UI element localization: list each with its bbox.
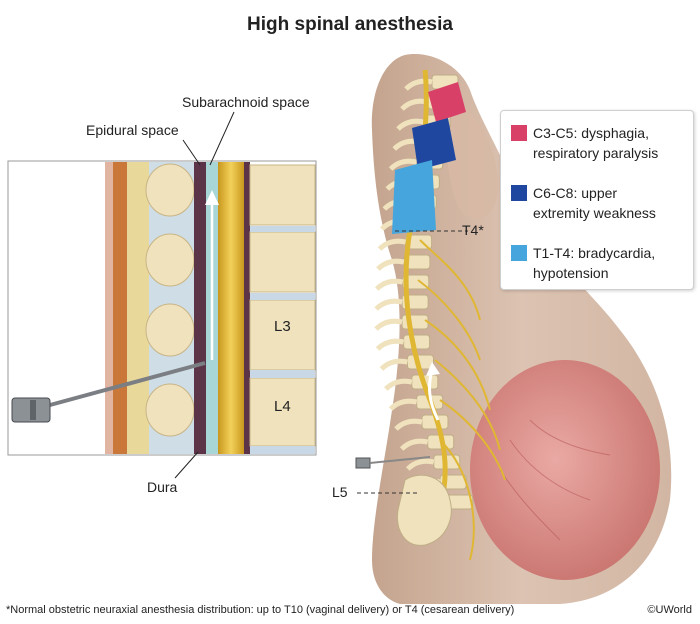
legend-swatch-t1-t4 bbox=[511, 245, 527, 261]
spinous-process bbox=[145, 303, 195, 357]
spine-process bbox=[396, 118, 425, 131]
legend-text-c6-c8: C6-C8: upper extremity weakness bbox=[533, 185, 656, 221]
l5-label: L5 bbox=[332, 484, 348, 500]
l3-label: L3 bbox=[274, 318, 291, 335]
spine-process bbox=[374, 298, 403, 311]
inset-disc bbox=[250, 226, 315, 232]
t1-t4-band bbox=[392, 160, 436, 234]
spine-column bbox=[355, 69, 506, 561]
spine-arrowhead bbox=[426, 362, 440, 376]
small-needle-shaft bbox=[369, 456, 431, 464]
breast-shape bbox=[440, 90, 499, 219]
inset-vertebra bbox=[249, 299, 316, 371]
copyright: ©UWorld bbox=[647, 604, 692, 616]
dura-leader bbox=[174, 451, 199, 479]
skin-layer bbox=[105, 162, 113, 454]
spinous-process bbox=[145, 383, 195, 437]
t4-label: T4* bbox=[462, 222, 484, 238]
c3-c5-band bbox=[428, 82, 466, 122]
small-needle-hub bbox=[355, 457, 371, 469]
small-needle bbox=[355, 456, 431, 469]
legend-text-t1-t4: T1-T4: bradycardia, hypotension bbox=[533, 245, 656, 281]
spine-process bbox=[394, 418, 423, 431]
inset-disc bbox=[250, 446, 315, 454]
inset-vertebra bbox=[249, 164, 316, 226]
uterus-vessels bbox=[499, 419, 611, 541]
inset-disc bbox=[250, 293, 315, 300]
subarachnoid-space-label: Subarachnoid space bbox=[182, 94, 310, 110]
inset-vertebra bbox=[249, 377, 316, 447]
spine-process bbox=[379, 358, 408, 371]
spine-vertebra bbox=[401, 314, 429, 330]
spine-process bbox=[377, 238, 407, 251]
spine-process bbox=[399, 438, 429, 451]
spinous-process bbox=[145, 163, 195, 217]
c6-c8-band bbox=[412, 118, 456, 170]
inset-disc bbox=[250, 370, 315, 378]
spine-process bbox=[375, 338, 405, 351]
footnote: *Normal obstetric neuraxial anesthesia d… bbox=[6, 604, 515, 616]
cross-section-inset bbox=[7, 160, 317, 456]
l4-label: L4 bbox=[274, 398, 291, 415]
inset-vertebral-bodies bbox=[249, 164, 316, 454]
needle bbox=[11, 361, 206, 423]
spine-process bbox=[404, 78, 433, 91]
legend-swatch-c6-c8 bbox=[511, 185, 527, 201]
spine-process bbox=[376, 258, 405, 271]
legend-swatch-c3-c5 bbox=[511, 125, 527, 141]
epidural-space-region bbox=[194, 162, 206, 454]
subarachnoid-leader bbox=[209, 111, 235, 166]
csf-arrowhead bbox=[205, 190, 219, 205]
legend-text-c3-c5: C3-C5: dysphagia, respiratory paralysis bbox=[533, 125, 659, 161]
cauda-equina bbox=[218, 162, 244, 454]
spine-vertebra bbox=[403, 334, 431, 350]
epidural-leader bbox=[182, 139, 201, 166]
needle-shaft bbox=[49, 361, 206, 407]
nerve-branches bbox=[417, 239, 506, 561]
spine-process bbox=[388, 158, 418, 171]
uterus-shape bbox=[470, 360, 660, 580]
spine-process bbox=[374, 278, 404, 291]
legend-box: C3-C5: dysphagia, respiratory paralysis … bbox=[500, 110, 694, 290]
spine-process bbox=[384, 378, 413, 391]
epidural-space-label: Epidural space bbox=[86, 122, 179, 138]
dermis-layer bbox=[113, 162, 127, 454]
spine-process bbox=[374, 318, 403, 331]
uterus bbox=[470, 360, 660, 580]
spine-process bbox=[388, 398, 418, 411]
spinous-process bbox=[145, 233, 195, 287]
dura-label: Dura bbox=[147, 479, 178, 495]
page-title: High spinal anesthesia bbox=[247, 14, 453, 35]
needle-hub-ring bbox=[30, 400, 36, 420]
inset-vertebra bbox=[249, 231, 316, 293]
sacrum bbox=[396, 474, 452, 546]
dura-right bbox=[244, 162, 250, 454]
spine-process bbox=[405, 458, 435, 471]
